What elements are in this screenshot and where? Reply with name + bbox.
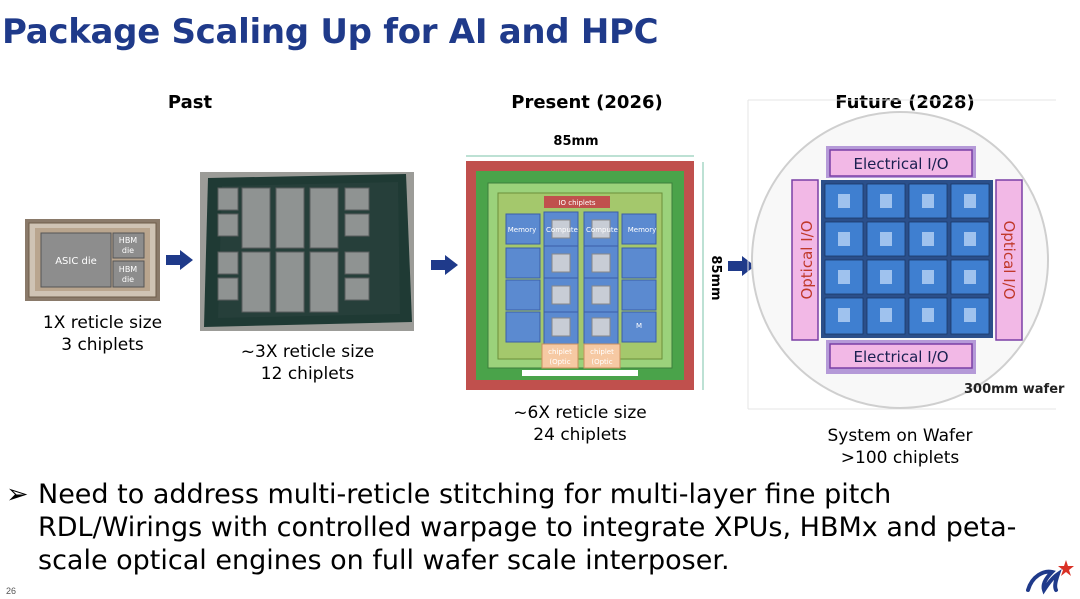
present-width-label: 85mm [553,134,598,149]
asic-die-label: ASIC die [55,256,97,267]
compute-label: Compute [586,226,618,234]
m-label: M [636,322,642,330]
svg-text:Electrical I/O: Electrical I/O [854,348,949,366]
electrical-io-bottom [829,343,973,369]
bullet-arrow-icon: ➢ [6,479,29,510]
present-caption-line2: 24 chiplets [533,425,627,445]
bullet-text: Need to address multi-reticle stitching … [38,479,1017,576]
svg-text:Optical I/O: Optical I/O [1000,220,1018,299]
arrow-right-icon [431,255,458,275]
optic-chiplet [583,343,621,369]
past-3x-package-image [200,172,414,331]
optical-io-left [791,179,819,341]
svg-text:IO chiplets: IO chiplets [558,199,595,207]
present-caption-line1: ~6X reticle size [513,403,647,423]
star-icon [1058,560,1074,576]
optical-io-right [995,179,1023,341]
arrow-right-icon [166,250,193,270]
electrical-io-top [829,149,973,177]
svg-text:HBM: HBM [119,265,138,274]
optic-chiplet [541,343,579,369]
memory-label: Memory [628,226,656,234]
compute-label: Compute [546,226,578,234]
svg-text:(Optic: (Optic [591,358,612,366]
slide-title: Package Scaling Up for AI and HPC [2,12,659,52]
present-package-diagram: 85mm 85mm IO chiplets Memory C [466,134,723,390]
past-1x-caption-line1: 1X reticle size [42,313,163,333]
memory-label: Memory [508,226,536,234]
past-1x-caption-line2: 3 chiplets [61,335,144,355]
company-logo [1026,560,1074,595]
svg-text:Optical I/O: Optical I/O [798,220,816,299]
future-caption-line1: System on Wafer [827,426,973,446]
svg-text:Electrical I/O: Electrical I/O [854,155,949,173]
svg-text:chiplet: chiplet [590,348,614,356]
header-present: Present (2026) [511,92,663,113]
future-caption-line2: >100 chiplets [840,448,960,468]
past-3x-caption-line1: ~3X reticle size [240,342,375,362]
svg-text:HBM: HBM [119,236,138,245]
asic-die [40,232,112,288]
header-past: Past [167,92,213,113]
svg-text:chiplet: chiplet [548,348,572,356]
past-1x-package-image: ASIC die HBM die HBM die [25,219,160,301]
header-future: Future (2028) [835,92,975,113]
page-number: 26 [6,586,17,596]
future-wafer-diagram: Electrical I/O Electrical I/O Optical I/… [747,99,1065,410]
present-height-label: 85mm [708,255,723,300]
svg-text:(Optic: (Optic [549,358,570,366]
wafer-size-label: 300mm wafer [964,382,1065,397]
hbm-die-1 [112,232,145,259]
io-chiplets [544,196,610,208]
svg-text:die: die [122,275,134,284]
hbm-die-2 [112,260,145,288]
past-3x-caption-line2: 12 chiplets [260,364,355,384]
svg-text:die: die [122,246,134,255]
